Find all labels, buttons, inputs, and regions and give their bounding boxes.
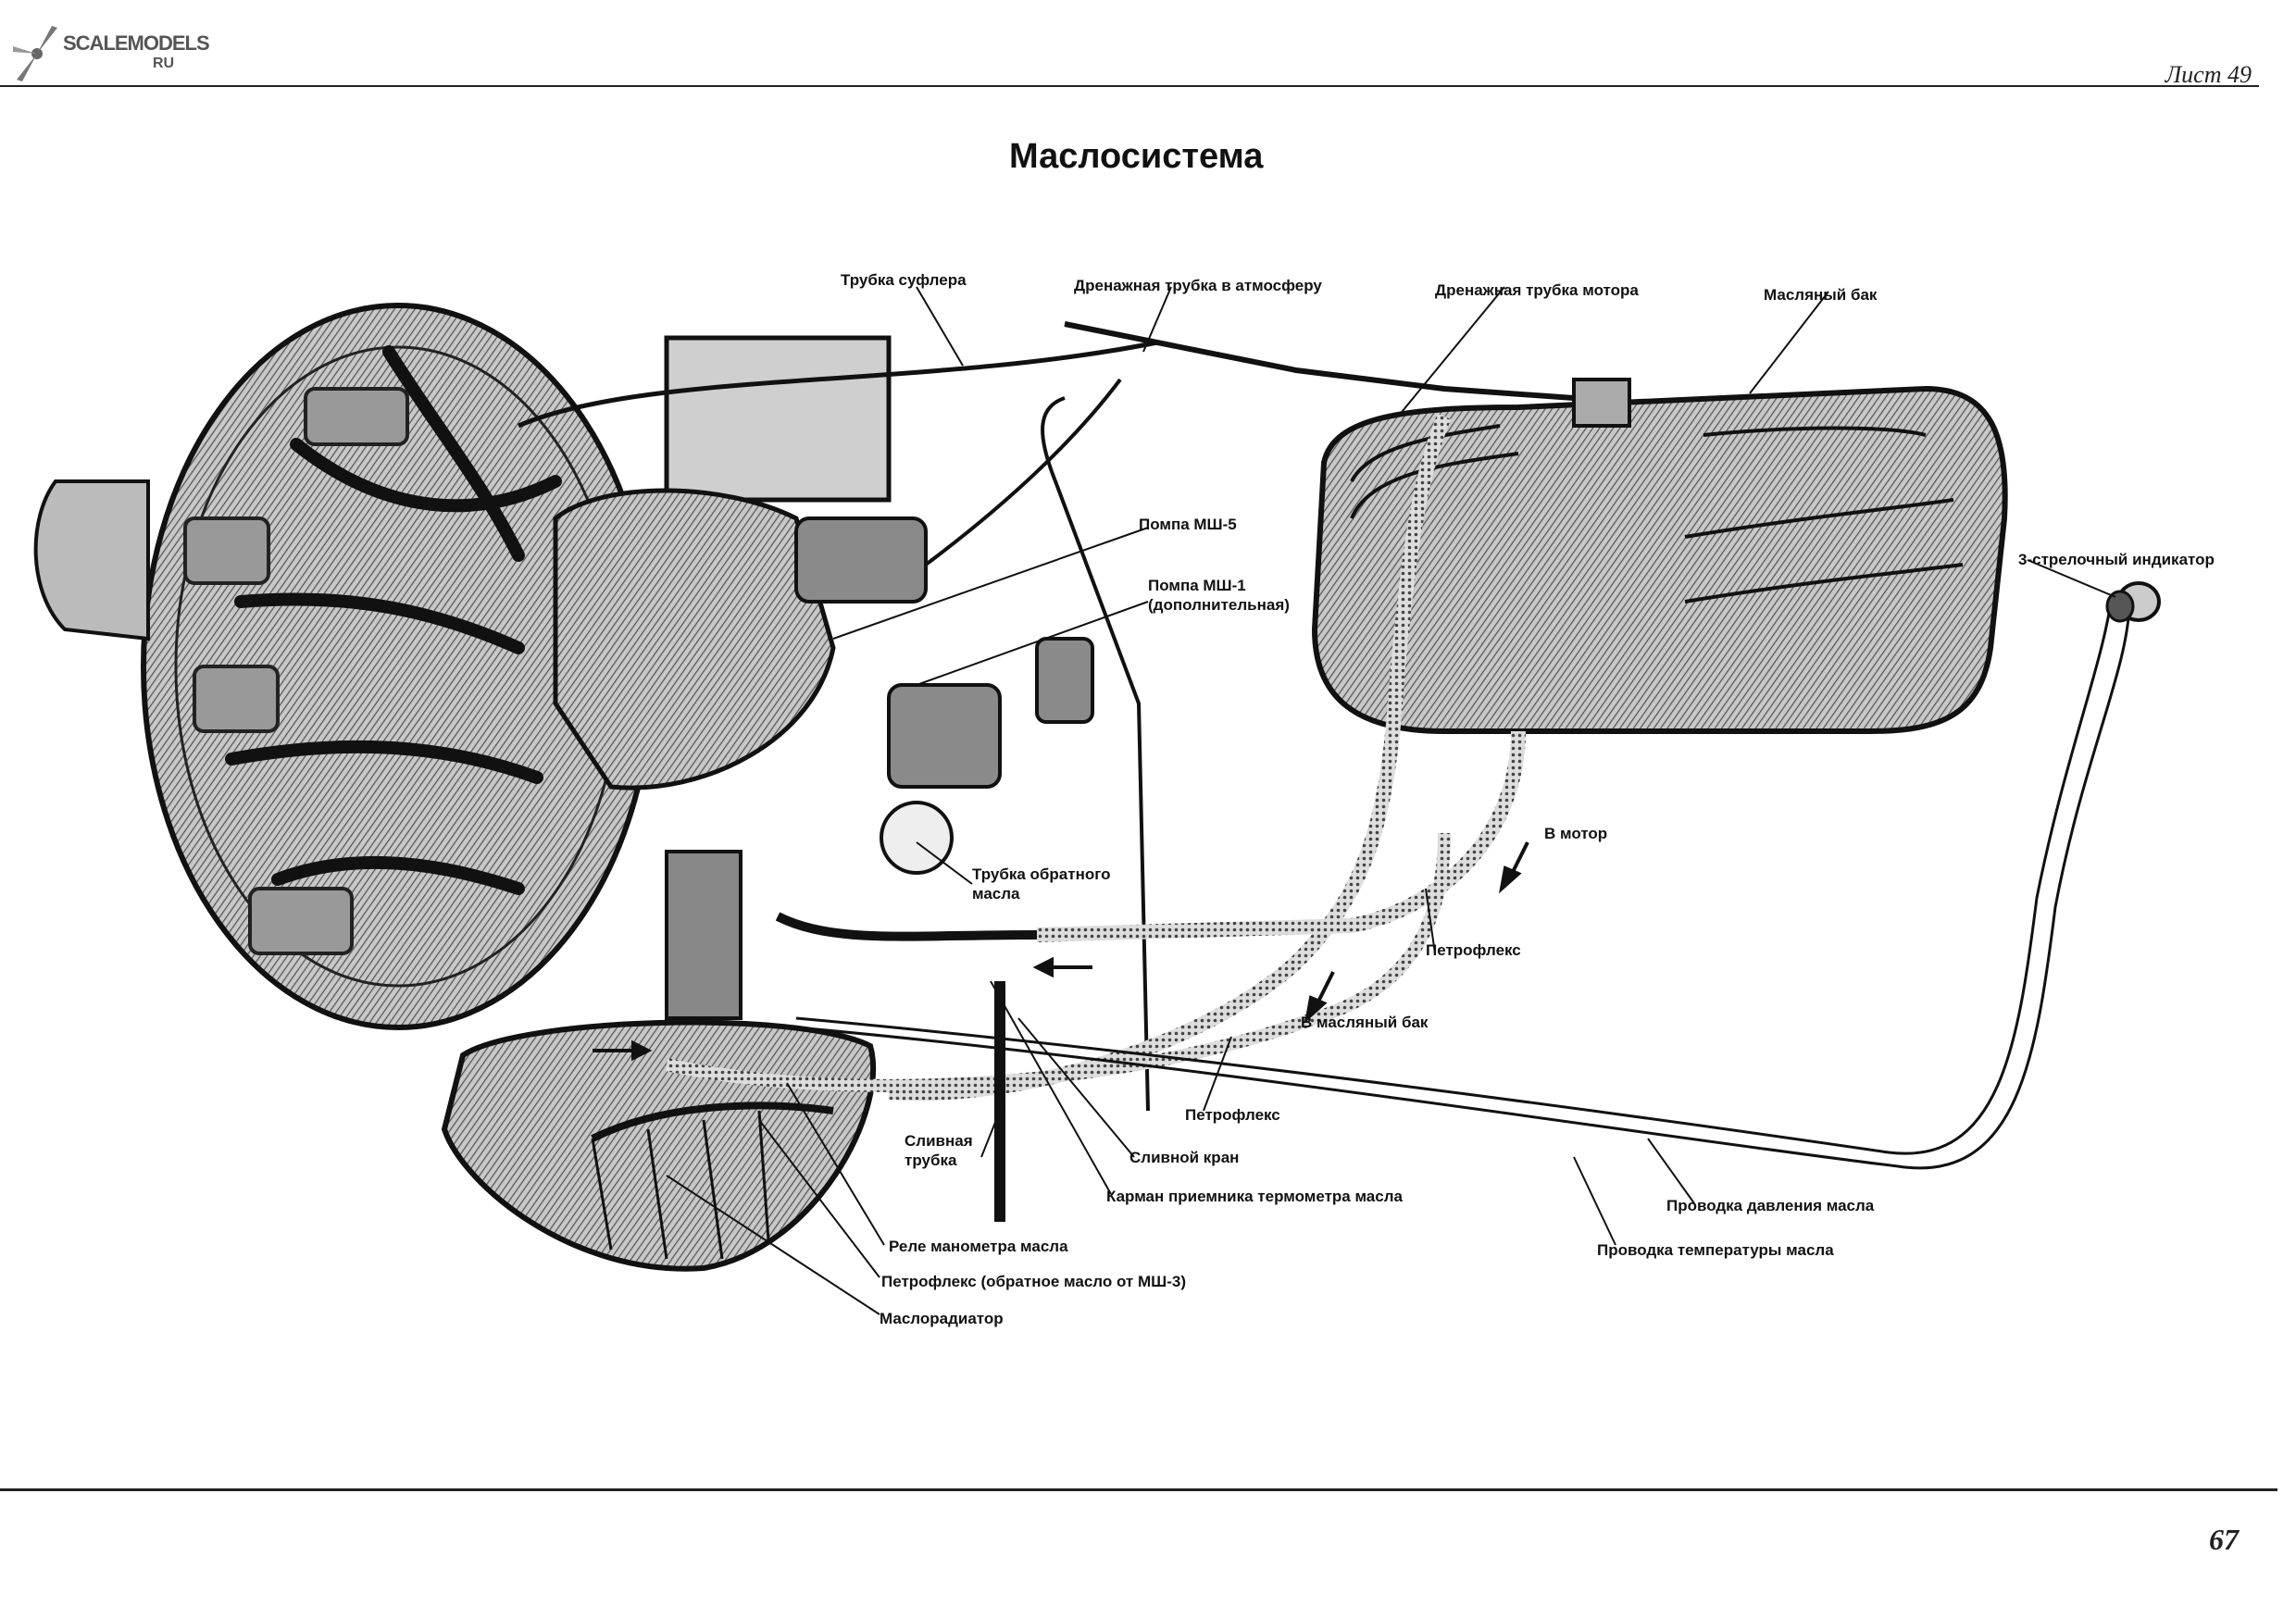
label-petroflex-2: Петрофлекс xyxy=(1185,1106,1280,1124)
label-breather-tube: Трубка суфлера xyxy=(841,271,967,289)
label-drain-valve: Сливной кран xyxy=(1129,1149,1240,1166)
label-pump-ms1: Помпа МШ-1 (дополнительная) xyxy=(1148,577,1290,614)
leader-lines xyxy=(666,286,2116,1315)
label-drain-atmosphere: Дренажная трубка в атмосферу xyxy=(1074,277,1322,294)
label-thermo-pocket: Карман приемника термометра масла xyxy=(1106,1188,1403,1205)
oil-radiator xyxy=(441,1019,877,1272)
label-drain-motor: Дренажная трубка мотора xyxy=(1435,281,1639,299)
label-to-tank: В масляный бак xyxy=(1301,1014,1429,1031)
sheet-number: Лист 49 xyxy=(2165,61,2252,88)
engine xyxy=(33,303,1094,1030)
oil-tank xyxy=(1311,378,2008,734)
label-to-motor: В мотор xyxy=(1544,825,1608,842)
piping xyxy=(518,321,2131,1222)
logo-subtext: RU xyxy=(153,56,175,71)
page-number: 67 xyxy=(2209,1523,2239,1556)
bottom-rule xyxy=(0,1488,2277,1491)
label-return-tube: Трубка обратного масла xyxy=(972,865,1111,902)
flow-arrows xyxy=(593,841,1529,1062)
label-petroflex-1: Петрофлекс xyxy=(1426,941,1521,959)
label-indicator: 3-стрелочный индикатор xyxy=(2018,551,2215,568)
page-title: Маслосистема xyxy=(1009,137,1264,176)
label-pump-ms5: Помпа МШ-5 xyxy=(1139,516,1237,533)
label-pressure-wire: Проводка давления масла xyxy=(1666,1197,1875,1214)
label-temp-wire: Проводка температуры масла xyxy=(1597,1241,1834,1259)
propeller-logo-icon xyxy=(13,26,57,81)
label-drain-tube: Сливная трубка xyxy=(905,1132,973,1169)
top-rule xyxy=(0,85,2259,87)
label-manometer-relay: Реле манометра масла xyxy=(889,1238,1068,1255)
site-logo: SCALEMODELS RU xyxy=(9,19,210,83)
logo-text: SCALEMODELS xyxy=(63,31,210,55)
indicator-gauge xyxy=(2105,581,2161,623)
label-oil-tank: Масляный бак xyxy=(1764,286,1878,304)
label-petroflex-return: Петрофлекс (обратное масло от МШ-3) xyxy=(881,1273,1187,1290)
label-radiator: Маслорадиатор xyxy=(880,1310,1004,1327)
